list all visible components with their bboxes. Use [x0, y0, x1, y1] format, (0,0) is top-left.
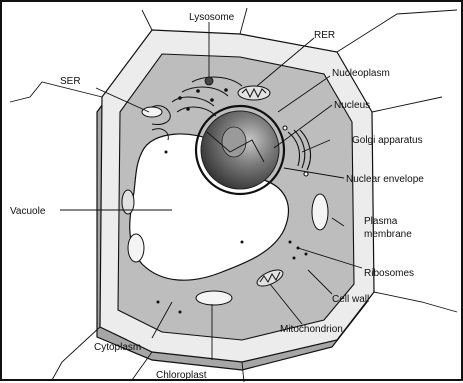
label-rer: RER [314, 30, 335, 41]
label-plasma-membrane-line1: Plasma [364, 216, 398, 227]
label-lysosome: Lysosome [189, 12, 235, 23]
label-plasma-membrane-line2: membrane [364, 229, 412, 240]
nucleolus [222, 127, 246, 157]
label-chloroplast: Chloroplast [156, 370, 207, 381]
label-ser: SER [60, 76, 81, 87]
label-golgi-apparatus: Golgi apparatus [352, 135, 423, 146]
label-mitochondrion: Mitochondrion [280, 324, 343, 335]
label-nuclear-envelope: Nuclear envelope [346, 174, 424, 185]
label-nucleoplasm: Nucleoplasm [332, 68, 390, 79]
chloroplast-right [312, 194, 328, 230]
label-ribosomes: Ribosomes [364, 268, 414, 279]
label-cytoplasm: Cytoplasm [94, 342, 141, 353]
label-nucleus: Nucleus [334, 100, 370, 111]
chloroplast-lower-left [128, 234, 144, 262]
label-cell-wall: Cell wall [332, 294, 369, 305]
nucleus-group [196, 106, 284, 194]
chloroplast-bottom [196, 291, 232, 305]
lysosome [205, 77, 213, 85]
chloroplast-left [142, 107, 162, 117]
label-vacuole: Vacuole [10, 206, 46, 217]
